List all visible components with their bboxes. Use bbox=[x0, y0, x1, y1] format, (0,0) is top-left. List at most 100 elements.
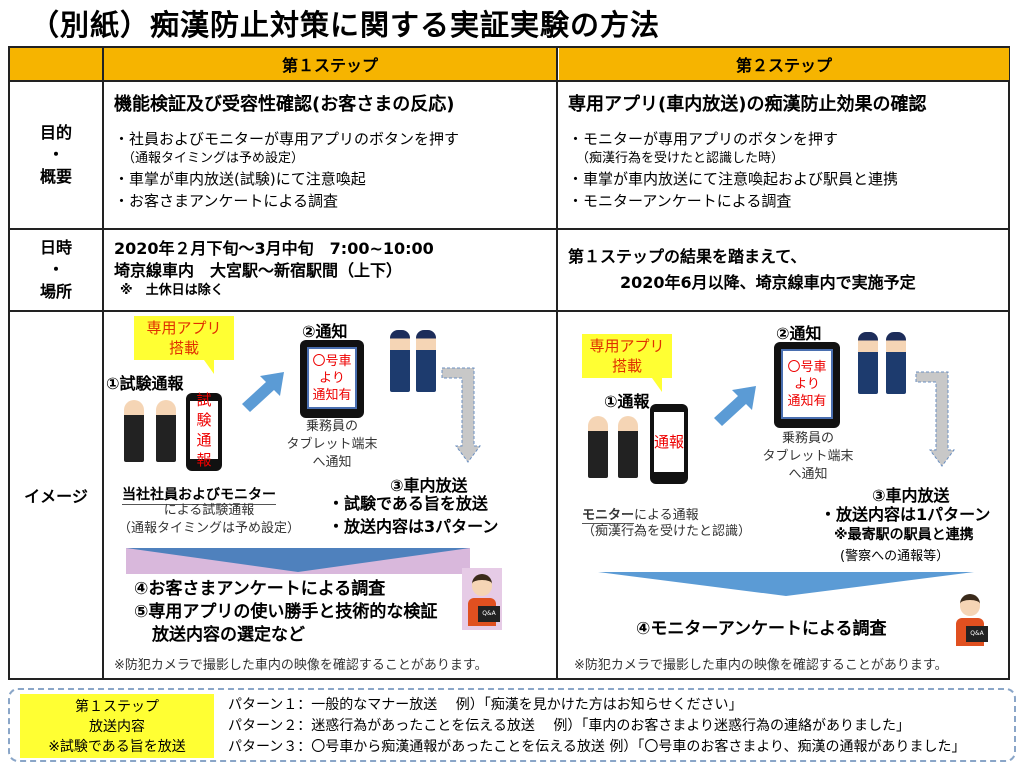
tablet-text: 通知有 bbox=[312, 387, 352, 403]
caption-line: 乗務員の bbox=[305, 419, 358, 434]
list-item: ④お客さまアンケートによる調査 bbox=[134, 579, 386, 599]
tablet-icon: 〇号車より通知有 bbox=[300, 340, 364, 418]
place-line: 埼京線車内 大宮駅～新宿駅間（上下） bbox=[114, 261, 403, 280]
tablet-text: 〇号車 bbox=[312, 353, 352, 369]
broadcast-label: ③車内放送 bbox=[390, 476, 468, 495]
reporter-bold: モニター bbox=[582, 508, 635, 524]
notify-label: ②通知 bbox=[776, 324, 822, 343]
list-item: 放送内容の選定など bbox=[152, 625, 305, 645]
header-step1: 第１ステップ bbox=[103, 48, 557, 80]
tablet-text: 〇号車 bbox=[787, 359, 827, 375]
list-item: ※最寄駅の駅員と連携 bbox=[834, 527, 974, 543]
survey-staff-icon: Q&A bbox=[950, 588, 990, 650]
caption-line: タブレット端末 bbox=[286, 437, 378, 452]
step2-purpose-list: ・モニターが専用アプリのボタンを押す （痴漢行為を受けたと認識した時） ・車掌が… bbox=[568, 128, 898, 212]
list-item: ・社員およびモニターが専用アプリのボタンを押す bbox=[114, 130, 460, 148]
list-item: （通報タイミングは予め設定） bbox=[122, 151, 305, 166]
notify-label: ②通知 bbox=[302, 322, 348, 341]
caption-line: へ通知 bbox=[312, 455, 352, 470]
survey-label: ④モニターアンケートによる調査 bbox=[636, 619, 887, 639]
bubble-text: 専用アプリ bbox=[146, 319, 222, 337]
crew-icon bbox=[390, 330, 410, 392]
person-icon bbox=[156, 400, 176, 462]
note-line: ※ 土休日は除く bbox=[120, 283, 224, 298]
reporter-desc: モニターによる通報（痴漢行為を受けたと認識） bbox=[582, 504, 751, 541]
list-item: ・モニターアンケートによる調査 bbox=[568, 192, 792, 210]
list-item: (警察への通報等） bbox=[840, 549, 950, 564]
tablet-caption: 乗務員のタブレット端末へ通知 bbox=[748, 430, 868, 484]
list-item: ・お客さまアンケートによる調査 bbox=[114, 192, 338, 210]
desc-line: （通報タイミングは予め設定） bbox=[117, 521, 300, 536]
list-item: ・モニターが専用アプリのボタンを押す bbox=[568, 130, 839, 148]
list-item: ・車掌が車内放送(試験)にて注意喚起 bbox=[114, 170, 366, 188]
broadcast-label: ③車内放送 bbox=[872, 486, 950, 505]
qa-board: Q&A bbox=[966, 626, 988, 642]
smartphone-icon: 試験通報 bbox=[186, 391, 222, 471]
tablet-text: より bbox=[319, 370, 345, 386]
step2-report-label: ①通報 bbox=[604, 392, 650, 411]
reporter-suffix: による通報 bbox=[634, 508, 699, 523]
pattern-1: パターン１：一般的なマナー放送 例）「痴漢を見かけた方はお知らせください」 bbox=[228, 697, 743, 713]
phone-text: 試験 bbox=[196, 391, 212, 429]
bubble-text: 専用アプリ bbox=[589, 337, 665, 355]
patterns-label: 第１ステップ放送内容 ※試験である旨を放送 bbox=[20, 694, 214, 758]
step1-purpose-list: ・社員およびモニターが専用アプリのボタンを押す （通報タイミングは予め設定） ・… bbox=[114, 128, 459, 212]
step2-purpose-title: 専用アプリ(車内放送)の痴漢防止効果の確認 bbox=[568, 94, 927, 115]
bubble-text: 搭載 bbox=[611, 357, 642, 375]
smartphone-icon: 通報 bbox=[650, 404, 688, 484]
down-arrow bbox=[598, 572, 974, 596]
header-step2: 第２ステップ bbox=[559, 48, 1009, 80]
tablet-text: より bbox=[794, 376, 820, 392]
crew-icon bbox=[886, 332, 906, 394]
label-purpose: 目的・概要 bbox=[10, 82, 102, 228]
label-text: 場所 bbox=[39, 282, 72, 301]
broadcast-list: ・試験である旨を放送・放送内容は3パターン bbox=[328, 492, 498, 538]
qa-board: Q&A bbox=[478, 606, 500, 622]
pattern-2: パターン２：迷惑行為があったことを伝える放送 例）「車内のお客さまより迷惑行為の… bbox=[228, 718, 911, 734]
header-blank bbox=[10, 48, 102, 80]
survey-list: ④お客さまアンケートによる調査 ⑤専用アプリの使い勝手と技術的な検証放送内容の選定… bbox=[134, 578, 437, 647]
tablet-icon: 〇号車より通知有 bbox=[774, 342, 840, 428]
pattern-3: パターン３：〇号車から痴漢通報があったことを伝える放送 例）「〇号車のお客さまよ… bbox=[228, 739, 966, 755]
label-text: 日時 bbox=[39, 238, 72, 257]
camera-note: ※防犯カメラで撮影した車内の映像を確認することがあります。 bbox=[114, 658, 488, 673]
tablet-caption: 乗務員のタブレット端末へ通知 bbox=[272, 418, 392, 472]
label-text: 目的 bbox=[39, 123, 72, 142]
caption-line: 乗務員の bbox=[781, 431, 834, 446]
step1-report-label: ①試験通報 bbox=[106, 374, 184, 393]
label-line: ※試験である旨を放送 bbox=[48, 739, 186, 755]
list-item: ⑤専用アプリの使い勝手と技術的な検証 bbox=[134, 602, 438, 622]
date-line: 2020年２月下旬～3月中旬 7:00~10:00 bbox=[114, 239, 434, 258]
crew-icon bbox=[416, 330, 436, 392]
label-text: ・ bbox=[47, 260, 64, 279]
list-item: （痴漢行為を受けたと認識した時） bbox=[576, 151, 785, 166]
label-text: イメージ bbox=[24, 487, 88, 506]
crew-icon bbox=[858, 332, 878, 394]
desc-line: による試験通報 bbox=[163, 503, 255, 518]
app-bubble: 専用アプリ搭載 bbox=[134, 316, 234, 374]
person-icon bbox=[124, 400, 144, 462]
reporter-bold: 当社社員およびモニター bbox=[122, 484, 276, 505]
label-image: イメージ bbox=[10, 312, 102, 682]
caption-line: へ通知 bbox=[788, 467, 828, 482]
label-date: 日時・場所 bbox=[10, 230, 102, 310]
date-line: 第１ステップの結果を踏まえて、 bbox=[568, 247, 807, 266]
app-bubble: 専用アプリ搭載 bbox=[582, 334, 672, 392]
list-item: ・試験である旨を放送 bbox=[328, 494, 488, 513]
dashed-arrow-icon bbox=[915, 371, 955, 467]
broadcast-list: ・放送内容は1パターン ※最寄駅の駅員と連携 (警察への通報等） bbox=[820, 504, 990, 567]
label-text: 概要 bbox=[39, 167, 72, 186]
page-title: （別紙）痴漢防止対策に関する実証実験の方法 bbox=[30, 8, 661, 42]
label-line: 放送内容 bbox=[89, 719, 145, 735]
down-arrow-band bbox=[126, 548, 470, 574]
list-item: ・放送内容は3パターン bbox=[328, 517, 499, 536]
person-icon bbox=[618, 416, 638, 478]
step1-purpose-title: 機能検証及び受容性確認(お客さまの反応) bbox=[114, 94, 455, 115]
list-item: ・放送内容は1パターン bbox=[820, 505, 991, 524]
reporter-desc: による試験通報 （通報タイミングは予め設定） bbox=[114, 502, 304, 538]
method-table: 第１ステップ 第２ステップ 目的・概要 日時・場所 イメージ 機能検証及び受容性… bbox=[8, 46, 1010, 680]
survey-staff-icon: Q&A bbox=[462, 568, 502, 630]
dashed-arrow-icon bbox=[441, 367, 481, 463]
caption-line: タブレット端末 bbox=[762, 449, 854, 464]
label-line: 第１ステップ bbox=[75, 699, 159, 715]
